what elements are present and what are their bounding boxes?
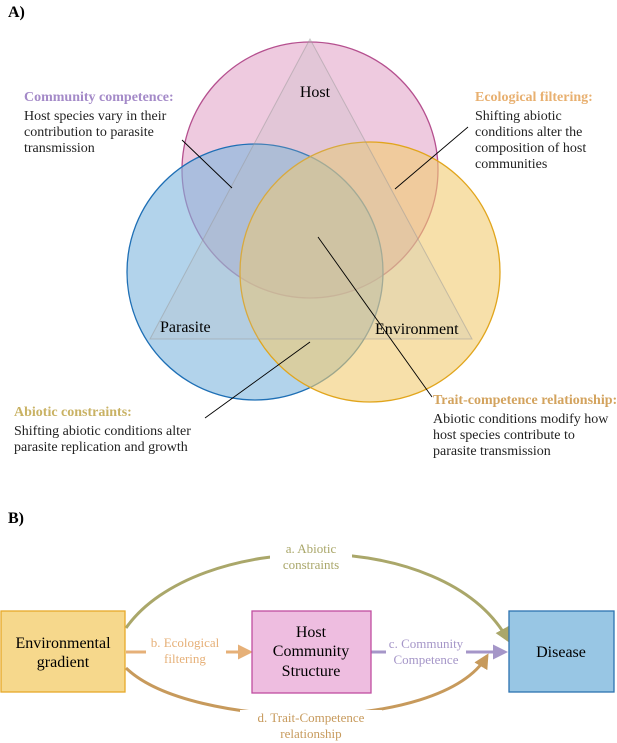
leader-ecological-filtering bbox=[394, 126, 469, 190]
trait-competence-line: parasite transmission bbox=[433, 444, 551, 459]
environmental-gradient-text: gradient bbox=[37, 654, 90, 671]
trait-competence-line: Abiotic conditions modify how bbox=[433, 412, 609, 427]
community-competence-line: contribution to parasite bbox=[24, 125, 154, 140]
host-community-text: Structure bbox=[282, 663, 341, 680]
leader-community-competence bbox=[181, 139, 233, 189]
panel-b-label: B) bbox=[8, 510, 24, 527]
venn-diagram bbox=[126, 37, 501, 403]
ecological-filtering-label: b. Ecological bbox=[151, 635, 220, 650]
trait-competence-label: d. Trait-Competence bbox=[258, 710, 365, 725]
trait-competence-label: relationship bbox=[280, 726, 341, 741]
disease-text: Disease bbox=[536, 644, 586, 661]
environment-label: Environment bbox=[375, 321, 459, 338]
environmental-gradient-text: Environmental bbox=[15, 635, 111, 652]
leader-trait-competence bbox=[317, 236, 433, 398]
trait-competence-title: Trait-competence relationship: bbox=[433, 393, 617, 408]
environment-circle bbox=[239, 141, 501, 403]
ecological-filtering-line: Shifting abiotic bbox=[475, 109, 562, 124]
community-competence-title: Community competence: bbox=[24, 90, 174, 105]
ecological-filtering-line: conditions alter the bbox=[475, 125, 582, 140]
annotation-trait-competence: Trait-competence relationship: Abiotic c… bbox=[433, 393, 617, 459]
annotation-ecological-filtering: Ecological filtering: Shifting abiotic c… bbox=[475, 90, 593, 172]
host-community-text: Host bbox=[296, 624, 327, 641]
ecological-filtering-title: Ecological filtering: bbox=[475, 90, 593, 105]
host-community-text: Community bbox=[273, 643, 349, 660]
abiotic-label-bg bbox=[270, 540, 352, 574]
abiotic-constraints-label: constraints bbox=[283, 557, 339, 572]
central-triangle bbox=[149, 37, 473, 340]
community-competence-line: transmission bbox=[24, 141, 95, 156]
host-community-box bbox=[251, 610, 372, 694]
community-competence-line: Host species vary in their bbox=[24, 109, 167, 124]
abiotic-constraints-line: Shifting abiotic conditions alter bbox=[14, 424, 191, 439]
disease-box bbox=[508, 610, 615, 693]
trait-competence-line: host species contribute to bbox=[433, 428, 575, 443]
host-label: Host bbox=[300, 84, 331, 101]
environmental-gradient-box bbox=[0, 610, 126, 693]
panel-a-label: A) bbox=[8, 4, 25, 21]
abiotic-constraints-label: a. Abiotic bbox=[286, 541, 337, 556]
abiotic-constraints-title: Abiotic constraints: bbox=[14, 405, 132, 420]
abiotic-constraints-line: parasite replication and growth bbox=[14, 440, 188, 455]
ecological-filtering-label: filtering bbox=[164, 651, 206, 666]
ecological-filtering-line: communities bbox=[475, 157, 547, 172]
annotation-abiotic-constraints: Abiotic constraints: Shifting abiotic co… bbox=[14, 405, 191, 455]
parasite-label: Parasite bbox=[160, 319, 211, 336]
leader-abiotic-constraints bbox=[204, 341, 311, 419]
annotation-community-competence: Community competence: Host species vary … bbox=[24, 90, 174, 156]
ecological-filtering-line: composition of host bbox=[475, 141, 586, 156]
community-competence-label: Competence bbox=[394, 652, 459, 667]
trait-label-bg bbox=[240, 710, 382, 743]
community-competence-label: c. Community bbox=[389, 636, 464, 651]
